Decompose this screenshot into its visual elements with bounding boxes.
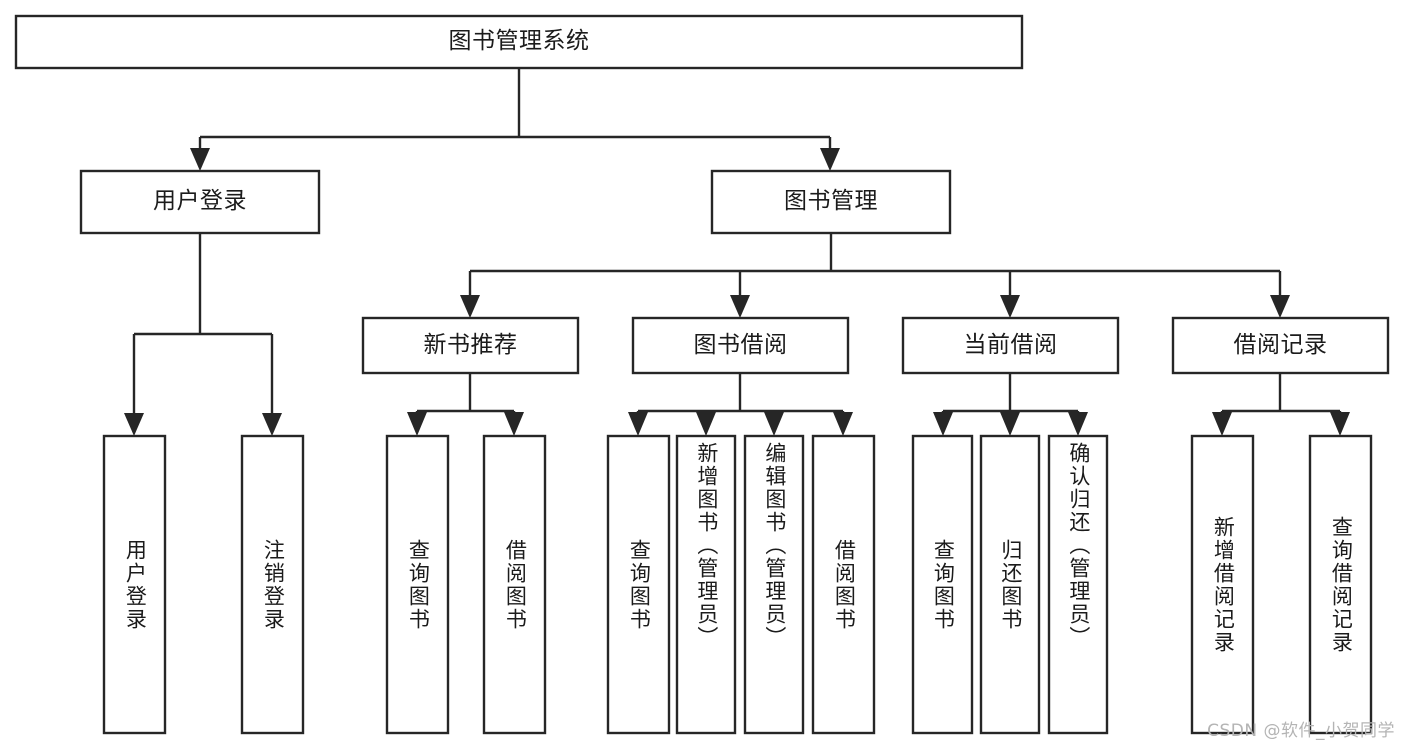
node-box-book-management[interactable] xyxy=(710,169,952,235)
node-box-leaf-return-book[interactable] xyxy=(979,434,1041,735)
node-box-leaf-borrow-book-2[interactable] xyxy=(811,434,876,735)
connector-root-to-level2 xyxy=(190,68,840,171)
node-box-leaf-add-book[interactable] xyxy=(675,434,737,735)
connector-newbook-to-leaves xyxy=(407,373,524,436)
node-box-borrow-records[interactable] xyxy=(1171,316,1390,375)
connector-currentborrow-to-leaves xyxy=(933,373,1088,436)
node-box-leaf-logout[interactable] xyxy=(240,434,305,735)
node-box-book-borrow[interactable] xyxy=(631,316,850,375)
node-box-user-login[interactable] xyxy=(79,169,321,235)
connector-userlogin-to-leaves xyxy=(124,233,282,436)
connector-borrowrecords-to-leaves xyxy=(1212,373,1350,436)
node-box-leaf-confirm-return[interactable] xyxy=(1047,434,1109,735)
node-box-leaf-edit-book[interactable] xyxy=(743,434,805,735)
node-box-new-book-recommend[interactable] xyxy=(361,316,580,375)
node-box-leaf-query-book-1[interactable] xyxy=(385,434,450,735)
node-box-leaf-add-record[interactable] xyxy=(1190,434,1255,735)
connector-bookborrow-to-leaves xyxy=(628,373,853,436)
node-box-leaf-query-book-2[interactable] xyxy=(606,434,671,735)
node-box-root[interactable] xyxy=(14,14,1024,70)
node-box-leaf-user-login[interactable] xyxy=(102,434,167,735)
node-box-leaf-query-book-3[interactable] xyxy=(911,434,974,735)
node-box-current-borrow[interactable] xyxy=(901,316,1120,375)
node-box-leaf-query-record[interactable] xyxy=(1308,434,1373,735)
connector-bookmgmt-to-level3 xyxy=(460,233,1290,318)
node-box-leaf-borrow-book-1[interactable] xyxy=(482,434,547,735)
